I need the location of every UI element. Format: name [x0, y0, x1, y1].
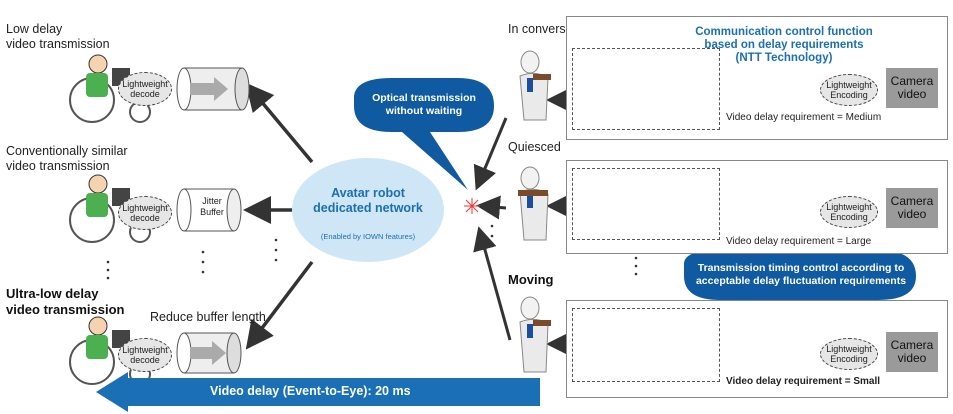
req-1: Video delay requirement = Medium: [726, 112, 882, 123]
arrow-to-decoder-3: [245, 260, 314, 350]
encode-ellipse-3: Lightweight Encoding: [820, 338, 878, 370]
req-2: Video delay requirement = Large: [726, 236, 872, 247]
label-reduce-buffer: Reduce buffer length: [150, 310, 266, 324]
decode-ellipse-2: Lightweight decode: [118, 196, 172, 230]
req-3: Video delay requirement = Small: [726, 376, 881, 387]
delay-label: Video delay (Event-to-Eye): 20 ms: [210, 384, 411, 398]
optical-callout-shape: [354, 78, 494, 190]
wave-box-1: [572, 48, 720, 130]
decoder-cylinder-2: [176, 188, 242, 232]
arrow-from-robot-3: [473, 226, 512, 341]
wave-box-3: [572, 308, 720, 382]
encode-ellipse-2: Lightweight Encoding: [820, 196, 878, 228]
decode-ellipse-1: Lightweight decode: [118, 72, 172, 106]
arrow-from-robot-1: [473, 117, 508, 191]
decoder-cylinder-1: [176, 67, 250, 111]
jitter-buffer-label: Jitter Buffer: [200, 196, 224, 217]
wave-box-2: [572, 168, 720, 240]
timing-callout-shape: [684, 250, 916, 316]
robot-2: [518, 166, 549, 241]
network-subtitle: (Enabled by IOWN features): [320, 232, 416, 241]
ellipsis-dots: [106, 224, 638, 280]
camera-2: Camera video: [886, 188, 938, 228]
timing-callout-text: Transmission timing control according to…: [695, 262, 907, 287]
panel-2: [566, 160, 948, 254]
user-avatar-3: [69, 316, 151, 385]
encode-ellipse-1: Lightweight Encoding: [820, 74, 878, 106]
delay-arrow-shape: [96, 372, 540, 412]
optical-callout-text: Optical transmission without waiting: [372, 92, 476, 117]
robot-label-2: Quiesced: [508, 140, 561, 154]
arrow-from-robot-2: [476, 195, 507, 220]
decoder-cylinder-3: [176, 332, 242, 374]
decode-ellipse-3: Lightweight decode: [118, 338, 172, 372]
camera-1: Camera video: [886, 68, 938, 108]
arrow-to-decoder-1: [245, 82, 314, 164]
camera-3: Camera video: [886, 332, 938, 372]
network-ellipse: [292, 158, 444, 262]
spark-icon: [464, 198, 480, 214]
robot-1: [519, 50, 551, 121]
robot-3: [519, 296, 551, 373]
panel-1: [566, 16, 948, 140]
robot-label-3: Moving: [508, 272, 554, 287]
